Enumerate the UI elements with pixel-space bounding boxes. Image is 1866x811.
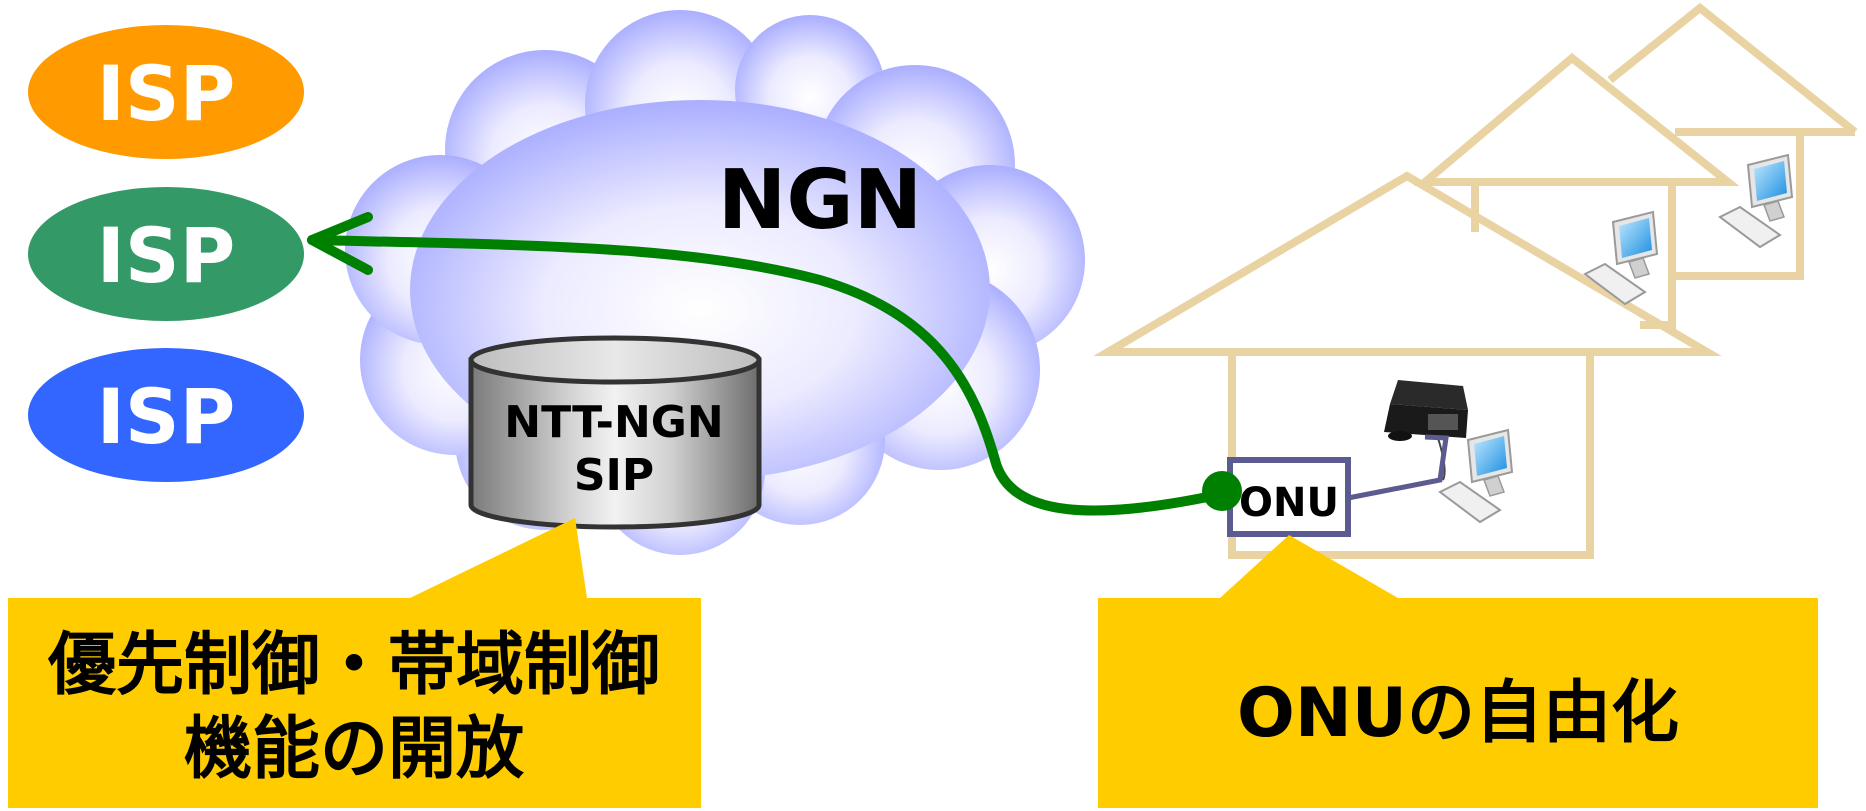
house-front xyxy=(1093,171,1722,559)
arrow-head-icon xyxy=(307,212,373,275)
callout-left-line2: 機能の開放 xyxy=(184,710,524,789)
isp-label: ISP xyxy=(97,211,236,300)
callout-left-line1: 優先制御・帯域制御 xyxy=(47,626,660,705)
isp-node-1: ISP xyxy=(28,25,304,159)
isp-ellipse-green xyxy=(28,187,304,321)
onu-device: ONU xyxy=(1227,457,1351,537)
isp-node-3: ISP xyxy=(28,348,304,482)
callout-right: ONUの自由化 xyxy=(1098,535,1818,808)
isp-node-2: ISP xyxy=(28,187,304,321)
houses xyxy=(1093,2,1858,559)
callout-right-text: ONUの自由化 xyxy=(1237,674,1679,753)
server-label-line2: SIP xyxy=(574,450,654,501)
connection-endpoint xyxy=(1202,471,1242,511)
lan-cable xyxy=(1347,434,1449,501)
callout-left: 優先制御・帯域制御 機能の開放 xyxy=(8,518,701,808)
computer-icon xyxy=(1438,428,1514,524)
computer-icon xyxy=(1718,153,1794,249)
isp-ellipse-blue xyxy=(28,348,304,482)
isp-label: ISP xyxy=(97,49,236,138)
house-middle xyxy=(1414,52,1740,329)
isp-ellipse-orange xyxy=(28,25,304,159)
house-back xyxy=(1607,2,1858,280)
sip-server: NTT-NGN SIP xyxy=(468,335,762,530)
computer-icon xyxy=(1583,210,1659,306)
telephone-icon xyxy=(1384,380,1468,481)
cloud-label: NGN xyxy=(718,153,923,248)
server-label-line1: NTT-NGN xyxy=(504,397,723,448)
onu-label: ONU xyxy=(1239,480,1339,526)
isp-label: ISP xyxy=(97,372,236,461)
connection-path xyxy=(307,212,1242,516)
